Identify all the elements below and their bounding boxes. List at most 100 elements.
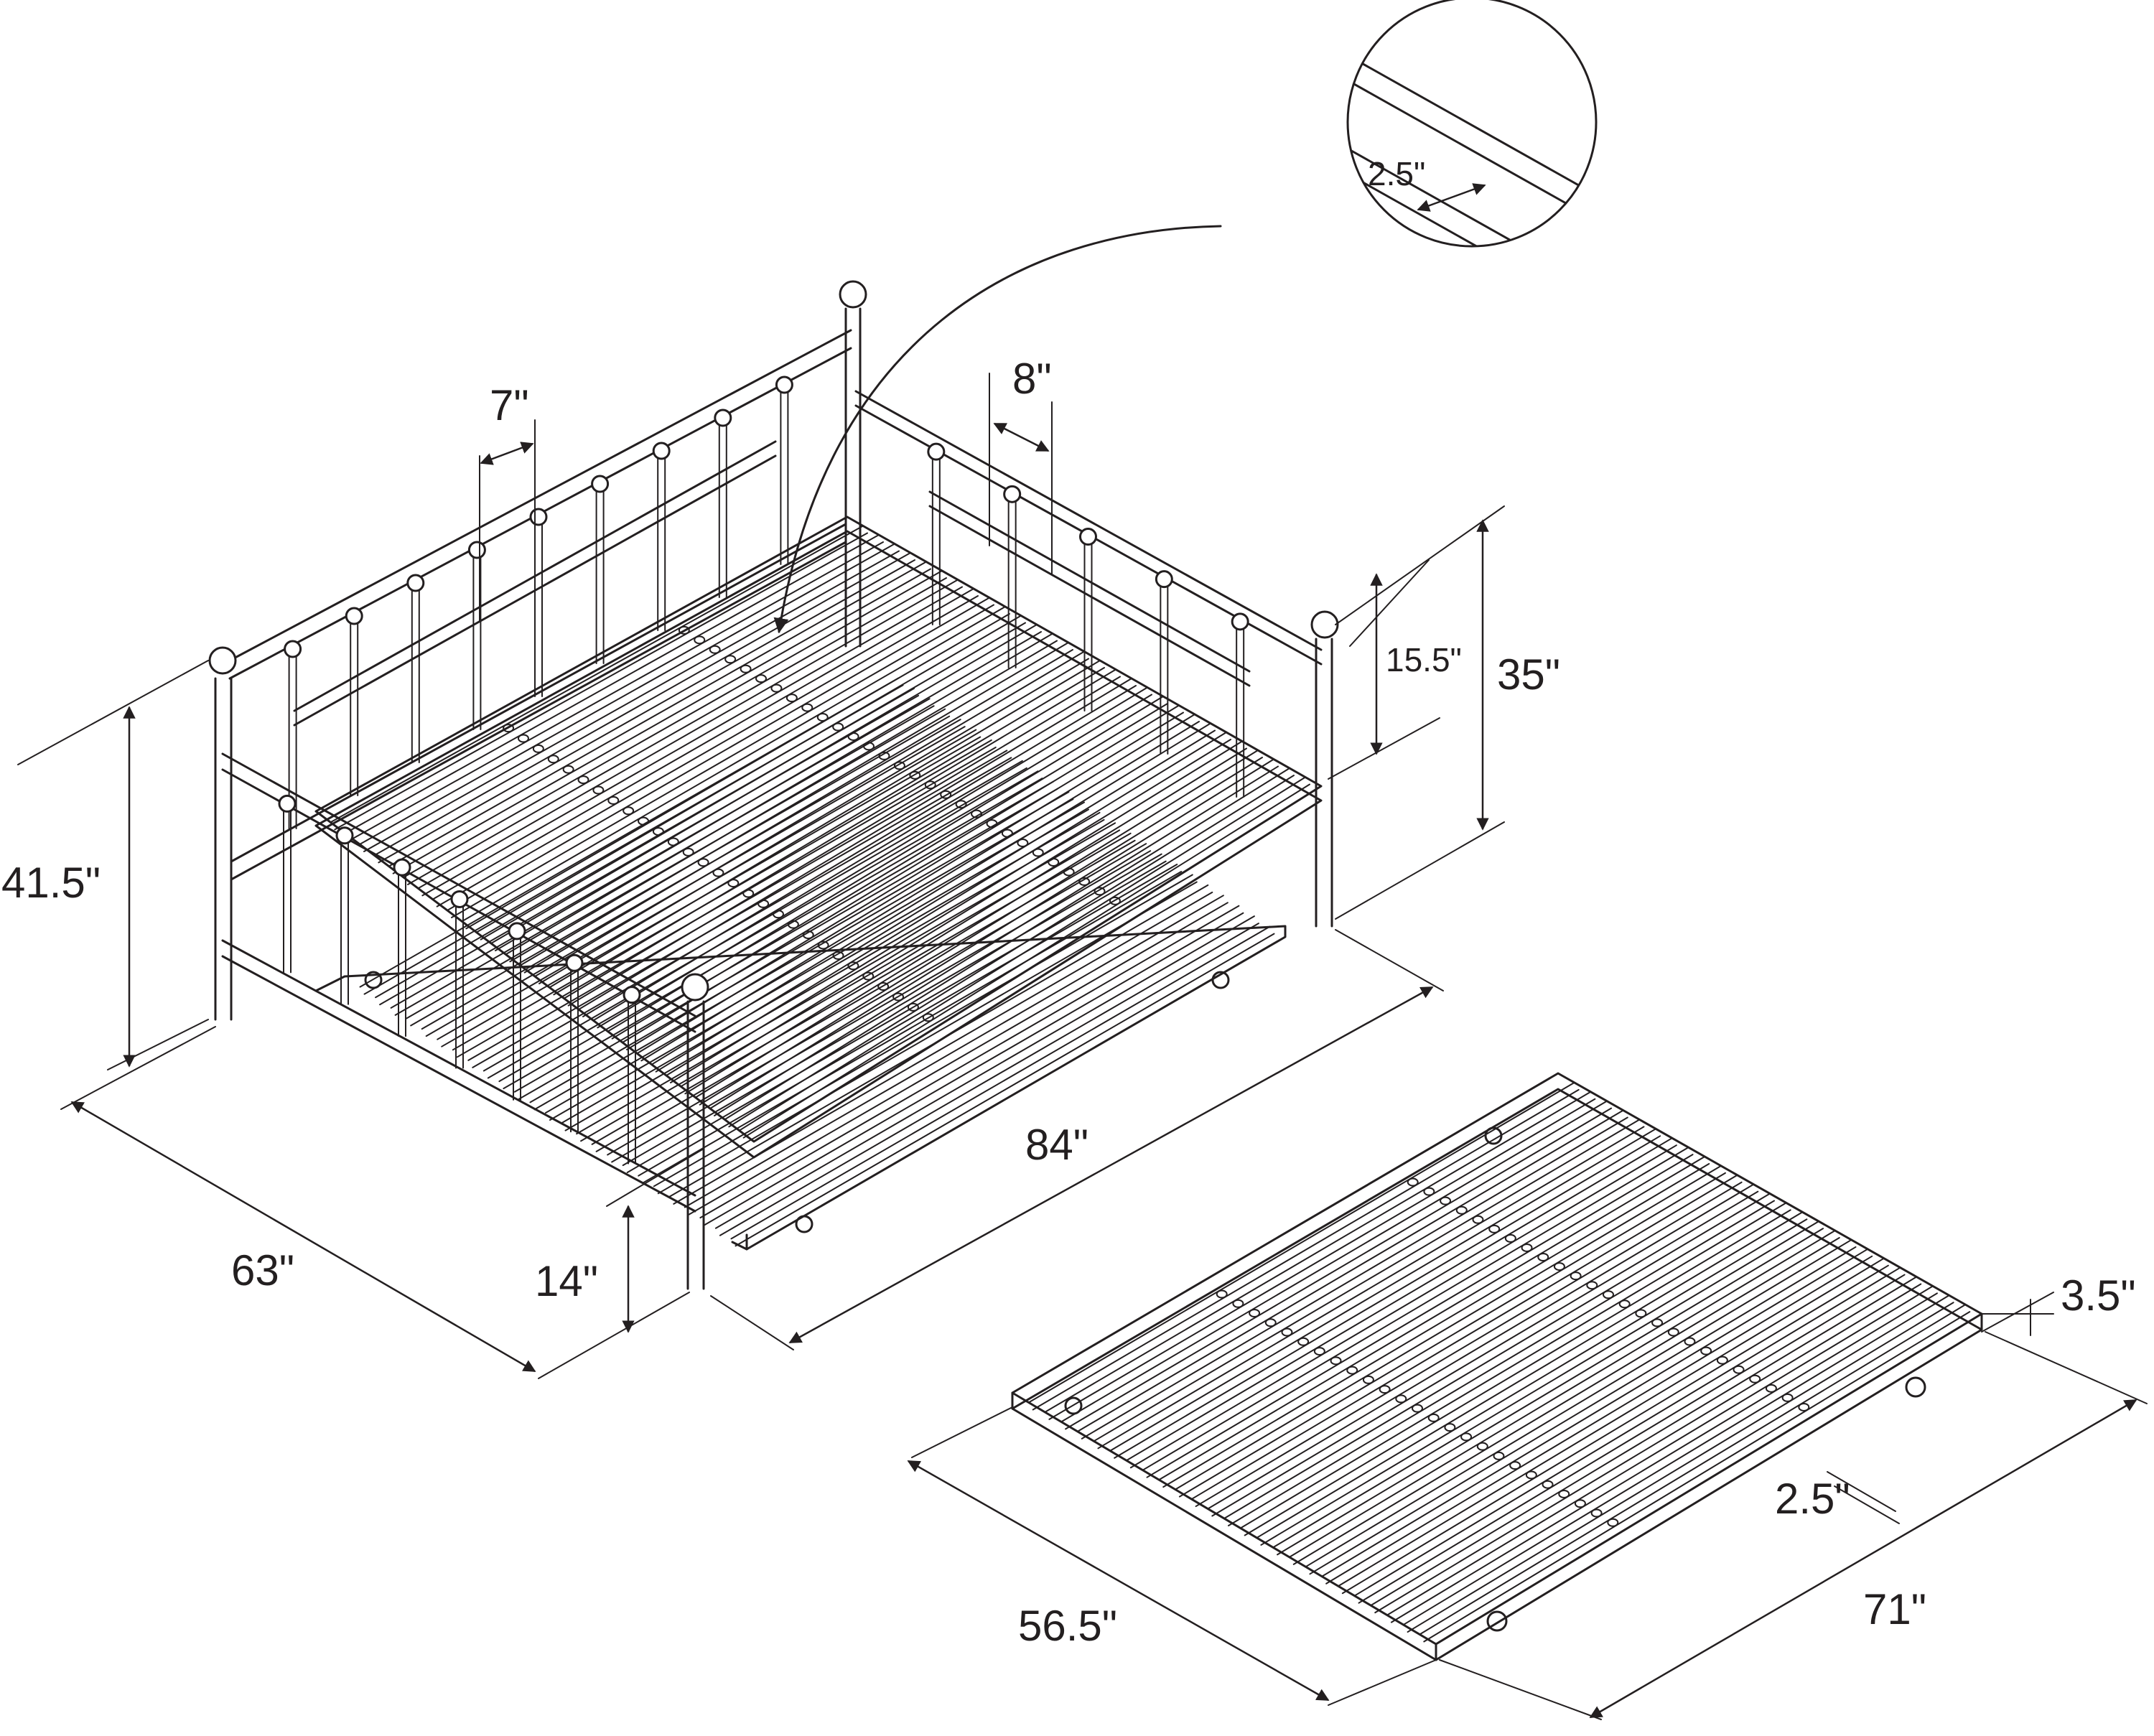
trundle-under-slat — [482, 760, 1023, 1072]
detail-slats — [1348, 31, 1596, 246]
trundle-slat-clip — [1423, 1187, 1435, 1196]
depth-arrow — [70, 1101, 536, 1373]
trundle-slat-clip — [1667, 1327, 1679, 1337]
trundle-under-slat — [363, 684, 904, 995]
trundle-slat — [1097, 1126, 1645, 1450]
finial-back-left — [839, 280, 867, 309]
trundle-under-slat — [425, 726, 966, 1037]
trundle-width-label: 56.5" — [1018, 1602, 1117, 1650]
daybed-slat — [461, 606, 1006, 923]
front-panel-spindles — [278, 794, 641, 1165]
trundle-slat — [1125, 1137, 1673, 1462]
trundle-slat-clip — [1521, 1243, 1533, 1252]
trundle-under-slat — [406, 708, 946, 1019]
trundle-slat-clip — [1749, 1374, 1761, 1383]
trundle-slat-clip — [1493, 1451, 1505, 1460]
trundle-slat-clip — [1232, 1299, 1244, 1308]
daybed-slat — [344, 534, 880, 834]
trundle-slat-clip — [1558, 1489, 1570, 1498]
daybed-dimensions: 41.5" 63" 14" 84" 7" 8" 15.5" — [1, 355, 1560, 1379]
trundle-slat-clip — [1395, 1394, 1407, 1404]
daybed-slat — [359, 543, 895, 845]
trundle-slat-clip — [1607, 1518, 1619, 1527]
trundle-slat-clip — [1574, 1499, 1586, 1508]
trundle-slat-clip — [1700, 1346, 1712, 1355]
trundle-under-slat — [580, 829, 1121, 1142]
trundle-slat — [1032, 1088, 1580, 1411]
left-spindle-ball — [529, 508, 548, 526]
back-spindle-ball — [927, 442, 946, 461]
length-label: 84" — [1025, 1121, 1088, 1169]
left-spindle-ball — [652, 442, 671, 460]
trundle-slat — [1256, 1211, 1804, 1539]
trundle-slat — [1309, 1246, 1857, 1575]
trundle-slat-clip — [1249, 1309, 1261, 1318]
daybed-slat — [538, 658, 1089, 984]
daybed-slat — [403, 570, 943, 878]
trundle-under-slat — [533, 798, 1074, 1111]
trundle-under-slat — [684, 895, 1224, 1208]
trundle-under-slat — [591, 832, 1132, 1145]
daybed-slat-clip — [832, 722, 844, 732]
trundle-slat — [1277, 1228, 1824, 1556]
trundle-slat-clip — [1798, 1402, 1810, 1411]
left-spindle-ball — [591, 475, 610, 493]
trundle-slat-clip — [1297, 1337, 1310, 1346]
daybed-slat-clip — [694, 635, 706, 645]
daybed-slat — [465, 613, 1010, 930]
daybed-slat-clip — [697, 858, 709, 867]
trundle-under-slat — [467, 750, 1008, 1061]
trundle-under-slat — [421, 719, 961, 1030]
trundle-slat-clip — [1716, 1355, 1728, 1365]
caster-wheel — [1484, 1126, 1503, 1145]
daybed-slat-clip — [785, 694, 798, 703]
daybed-slat-clip — [770, 683, 783, 693]
back-panel-spindles — [927, 442, 1249, 798]
trundle-slat-clip — [1603, 1290, 1614, 1299]
finial-front-left — [208, 646, 237, 675]
daybed-slat — [567, 676, 1121, 1007]
daybed — [208, 280, 1339, 1290]
trundle-slat — [1093, 1119, 1641, 1442]
trundle-slat — [1272, 1221, 1820, 1549]
trundle-under-slat — [653, 874, 1193, 1187]
front-spindle-ball — [335, 826, 354, 845]
trundle-under-bed — [314, 925, 1287, 1251]
caster-wheel — [1486, 1610, 1508, 1632]
left-spindle-ball — [775, 375, 793, 394]
trundle-slat-clip — [1455, 1205, 1468, 1215]
back-spindle-spacing-label: 8" — [1012, 355, 1052, 403]
trundle-slat-clip — [1590, 1508, 1603, 1518]
left-panel-spindles — [284, 375, 793, 829]
left-spindle-ball — [345, 607, 363, 625]
left-spindle-ball — [714, 409, 732, 427]
daybed-slat-clip — [709, 645, 721, 654]
back-total-height-label: 35" — [1497, 650, 1560, 699]
trundle-under-slat — [503, 778, 1043, 1090]
daybed-slat — [407, 577, 947, 885]
trundle-under-slat — [730, 925, 1271, 1240]
left-spindle-ball — [284, 640, 302, 658]
trundle-slat-clip — [1488, 1224, 1501, 1233]
daybed-slat-clip — [1109, 896, 1121, 905]
trundle-slat — [1174, 1165, 1722, 1490]
daybed-slat-clip — [832, 951, 844, 960]
floor-clearance-label: 14" — [535, 1257, 598, 1305]
callout-leader-line — [773, 225, 1222, 634]
trundle-under-slat — [498, 770, 1039, 1083]
trundle-slat — [1048, 1098, 1596, 1420]
trundle-slat-clip — [1313, 1347, 1325, 1356]
trundle-slat — [1239, 1202, 1787, 1529]
daybed-slat — [432, 588, 974, 900]
trundle-slat — [1044, 1091, 1592, 1413]
trundle-under-slat — [704, 912, 1244, 1226]
back-spindle-ball — [1003, 485, 1022, 503]
trundle-under-slat — [549, 808, 1089, 1121]
trundle-slat — [1260, 1218, 1808, 1546]
daybed-slat-clip — [893, 761, 905, 770]
front-spindle-ball — [623, 986, 641, 1004]
side-spindle-spacing-arrow — [480, 442, 534, 465]
depth-label: 63" — [231, 1246, 294, 1294]
trundle-under-slat — [390, 698, 931, 1009]
